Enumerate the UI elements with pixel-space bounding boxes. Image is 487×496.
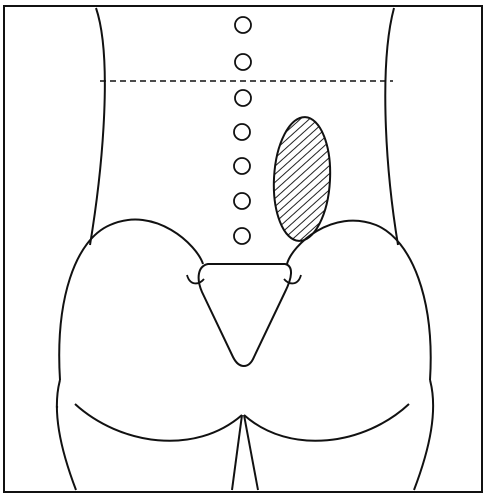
spine-marker (234, 228, 250, 244)
scan-speck (56, 406, 58, 408)
spine-marker (234, 193, 250, 209)
spine-marker (235, 54, 251, 70)
spine-marker (235, 90, 251, 106)
right-buttock-outline (287, 221, 431, 380)
torso-right-edge (385, 8, 398, 245)
left-gluteal-fold (75, 404, 242, 441)
frame-border (4, 6, 482, 492)
sacral-triangle (199, 264, 291, 366)
right-thigh-line (414, 380, 433, 490)
center-crease-right (244, 415, 258, 490)
spine-marker (235, 17, 251, 33)
center-crease-left (232, 415, 242, 490)
hatched-region (271, 116, 333, 243)
spine-marker (234, 158, 250, 174)
spine-marker (234, 124, 250, 140)
right-gluteal-fold (244, 404, 409, 441)
spine-markers (234, 17, 251, 244)
left-thigh-line (57, 380, 76, 490)
left-buttock-outline (59, 220, 203, 380)
torso-left-edge (90, 8, 105, 245)
